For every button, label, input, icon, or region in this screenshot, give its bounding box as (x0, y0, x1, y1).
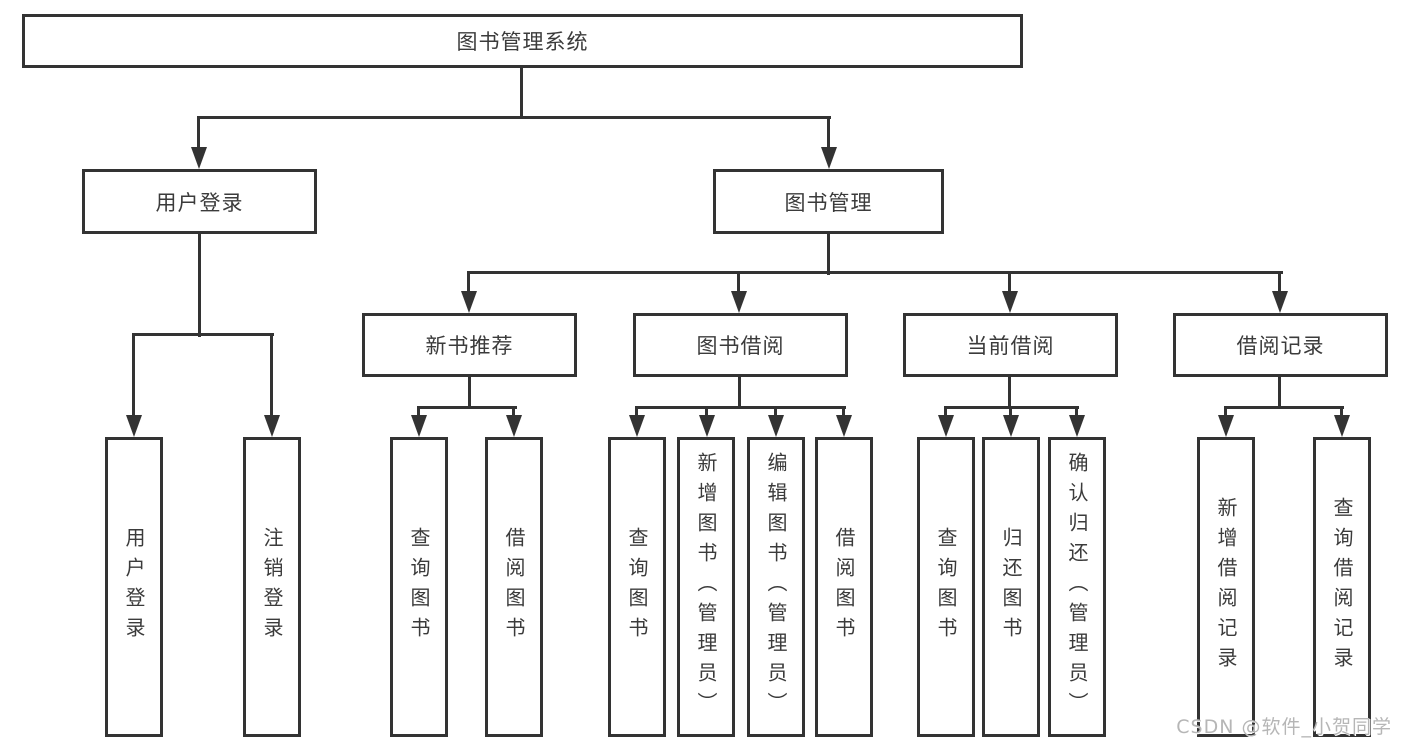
arrow-down-icon (938, 415, 954, 437)
connector-leaf-shaft (944, 408, 947, 418)
connector-userlogin-vertical (198, 234, 201, 337)
csdn-watermark: CSDN @软件_小贺同学 (1176, 716, 1392, 738)
leaf-add-borrow-record: 新增借阅记录 (1197, 437, 1255, 737)
connector-bookmgmt-horizontal (467, 271, 1283, 274)
arrow-down-icon (461, 291, 477, 313)
connector-groupC-vertical (1008, 377, 1011, 408)
leaf-query-books-borrow: 查询图书 (608, 437, 666, 737)
node-book-management-label: 图书管理 (784, 190, 873, 215)
leaf-borrow-books: 借阅图书 (815, 437, 873, 737)
node-current-borrow-label: 当前借阅 (966, 334, 1055, 358)
connector-leaf-shaft (842, 408, 845, 418)
connector-root-vertical (520, 68, 523, 119)
leaf-logout-label: 注销登录 (260, 527, 284, 647)
connector-groupC-horizontal (944, 406, 1079, 409)
arrow-down-icon (126, 415, 142, 437)
leaf-query-books-current-label: 查询图书 (934, 527, 958, 647)
arrow-down-icon (629, 415, 645, 437)
leaf-borrow-books-label: 借阅图书 (832, 527, 856, 647)
arrow-down-icon (1218, 415, 1234, 437)
leaf-query-books-recommend-label: 查询图书 (407, 527, 431, 647)
arrow-down-icon (1334, 415, 1350, 437)
node-new-book-recommend: 新书推荐 (362, 313, 577, 377)
arrow-down-icon (191, 147, 207, 169)
leaf-query-books-borrow-label: 查询图书 (625, 527, 649, 647)
connector-level3-shaft (467, 273, 470, 295)
node-library-system-label: 图书管理系统 (456, 30, 589, 54)
connector-leaf-shaft (270, 335, 273, 417)
connector-bookmgmt-vertical (827, 233, 830, 275)
leaf-user-login-label: 用户登录 (122, 527, 146, 647)
arrow-down-icon (1002, 291, 1018, 313)
node-borrow-records: 借阅记录 (1173, 313, 1388, 377)
connector-leaf-shaft (417, 408, 420, 418)
connector-level3-shaft (1278, 273, 1281, 295)
connector-level3-shaft (737, 273, 740, 295)
leaf-borrow-books-recommend-label: 借阅图书 (502, 527, 526, 647)
connector-level3-shaft (1008, 273, 1011, 295)
leaf-borrow-books-recommend: 借阅图书 (485, 437, 543, 737)
leaf-return-books-label: 归还图书 (999, 527, 1023, 647)
arrow-down-icon (1069, 415, 1085, 437)
arrow-down-icon (731, 291, 747, 313)
node-library-system: 图书管理系统 (22, 14, 1023, 68)
leaf-query-books-recommend: 查询图书 (390, 437, 448, 737)
connector-userlogin-shaft (197, 118, 200, 149)
node-current-borrow: 当前借阅 (903, 313, 1118, 377)
arrow-down-icon (264, 415, 280, 437)
connector-leaf-shaft (512, 408, 515, 418)
leaf-edit-book-admin: 编辑图书（管理员） (747, 437, 805, 737)
arrow-down-icon (836, 415, 852, 437)
node-new-book-recommend-label: 新书推荐 (425, 334, 514, 358)
connector-groupA-vertical (468, 377, 471, 408)
connector-leaf-shaft (635, 408, 638, 418)
leaf-user-login: 用户登录 (105, 437, 163, 737)
arrow-down-icon (411, 415, 427, 437)
connector-groupD-vertical (1278, 377, 1281, 408)
leaf-add-book-admin: 新增图书（管理员） (677, 437, 735, 737)
connector-leaf-shaft (1224, 408, 1227, 418)
arrow-down-icon (699, 415, 715, 437)
leaf-confirm-return-admin: 确认归还（管理员） (1048, 437, 1106, 737)
leaf-return-books: 归还图书 (982, 437, 1040, 737)
connector-bookmgmt-shaft (827, 118, 830, 149)
connector-leaf-shaft (1009, 408, 1012, 418)
leaf-logout: 注销登录 (243, 437, 301, 737)
connector-leaf-shaft (774, 408, 777, 418)
node-borrow-records-label: 借阅记录 (1236, 334, 1325, 358)
connector-leaf-shaft (705, 408, 708, 418)
node-user-login-label: 用户登录 (155, 190, 244, 215)
arrow-down-icon (1272, 291, 1288, 313)
leaf-edit-book-admin-label: 编辑图书（管理员） (764, 452, 788, 722)
connector-groupD-horizontal (1224, 406, 1344, 409)
leaf-add-book-admin-label: 新增图书（管理员） (694, 452, 718, 722)
arrow-down-icon (506, 415, 522, 437)
node-book-management: 图书管理 (713, 169, 944, 234)
connector-groupB-vertical (738, 377, 741, 408)
leaf-query-borrow-record-label: 查询借阅记录 (1330, 497, 1354, 677)
arrow-down-icon (821, 147, 837, 169)
connector-root-horizontal (197, 116, 831, 119)
leaf-confirm-return-admin-label: 确认归还（管理员） (1065, 452, 1089, 722)
connector-leaf-shaft (1340, 408, 1343, 418)
arrow-down-icon (1003, 415, 1019, 437)
leaf-add-borrow-record-label: 新增借阅记录 (1214, 497, 1238, 677)
connector-groupB-horizontal (635, 406, 846, 409)
leaf-query-borrow-record: 查询借阅记录 (1313, 437, 1371, 737)
node-book-borrow-label: 图书借阅 (696, 334, 785, 358)
node-user-login: 用户登录 (82, 169, 317, 234)
node-book-borrow: 图书借阅 (633, 313, 848, 377)
arrow-down-icon (768, 415, 784, 437)
leaf-query-books-current: 查询图书 (917, 437, 975, 737)
connector-leaf-shaft (132, 335, 135, 417)
connector-leaf-shaft (1075, 408, 1078, 418)
connector-groupA-horizontal (417, 406, 517, 409)
connector-userlogin-horizontal (132, 333, 274, 336)
